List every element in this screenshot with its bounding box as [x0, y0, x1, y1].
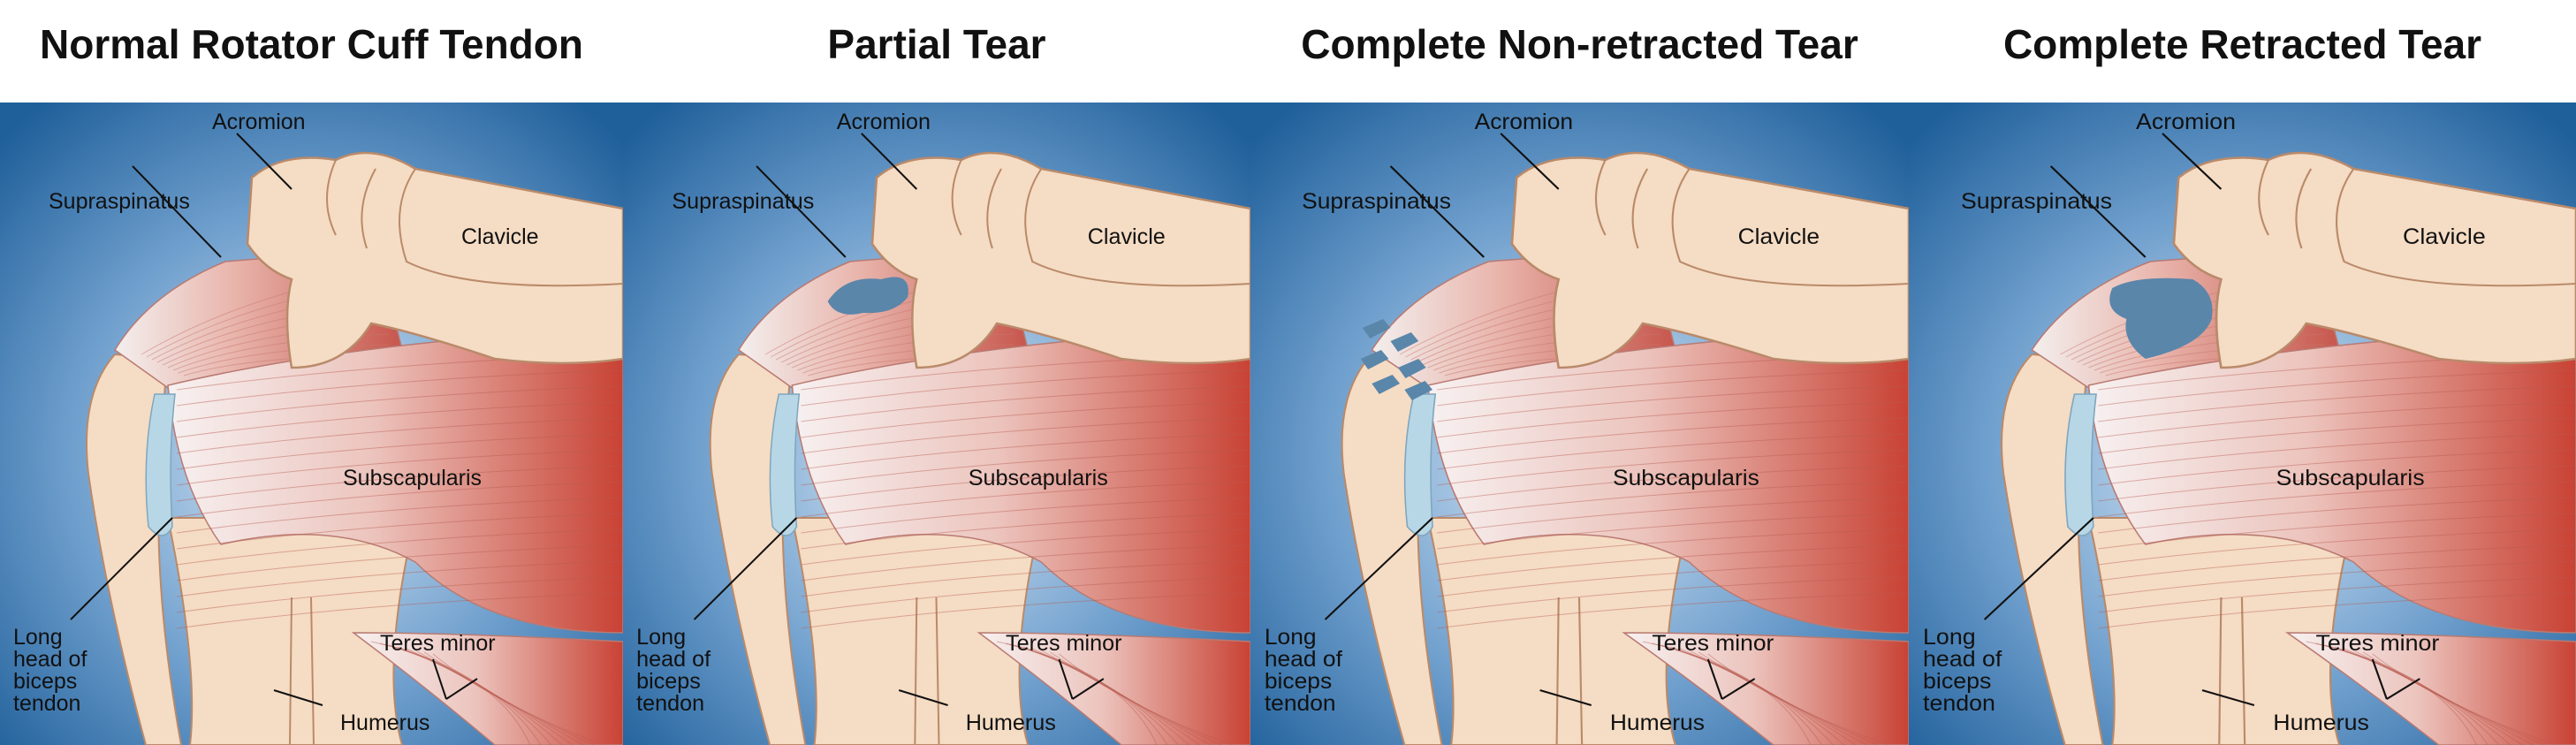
teres-minor-muscle — [1622, 632, 1909, 745]
title-partial-tear: Partial Tear — [827, 21, 1046, 67]
partial-tear — [827, 277, 908, 315]
label-supraspinatus: Supraspinatus — [672, 189, 814, 214]
title-complete-non-retracted: Complete Non-retracted Tear — [1301, 21, 1858, 67]
label-teres-minor: Teres minor — [2315, 632, 2439, 656]
label-biceps-4: tendon — [1265, 692, 1336, 716]
label-teres-minor: Teres minor — [1006, 631, 1121, 656]
label-biceps-3: biceps — [1265, 670, 1332, 694]
label-biceps-3: biceps — [636, 669, 701, 694]
label-biceps-1: Long — [1923, 626, 1976, 650]
acromion-clavicle-bone — [2172, 151, 2576, 369]
label-biceps-2: head of — [13, 647, 87, 672]
label-clavicle: Clavicle — [2403, 225, 2486, 249]
label-biceps-4: tendon — [636, 691, 704, 716]
label-supraspinatus: Supraspinatus — [1302, 190, 1451, 214]
label-clavicle: Clavicle — [461, 224, 539, 249]
label-subscapularis: Subscapularis — [2276, 467, 2425, 490]
retracted-tear — [2109, 277, 2213, 359]
label-biceps-3: biceps — [13, 669, 77, 694]
biceps-tendon — [2064, 393, 2097, 536]
acromion-clavicle-bone — [870, 151, 1250, 369]
label-supraspinatus: Supraspinatus — [1961, 190, 2112, 214]
label-subscapularis: Subscapularis — [1613, 467, 1759, 490]
label-biceps-1: Long — [13, 625, 63, 650]
label-teres-minor: Teres minor — [1652, 632, 1774, 656]
label-subscapularis: Subscapularis — [969, 466, 1108, 490]
label-clavicle: Clavicle — [1088, 224, 1166, 249]
title-complete-retracted: Complete Retracted Tear — [2002, 21, 2482, 67]
subscapularis-muscle — [167, 327, 623, 634]
acromion-clavicle-bone — [246, 151, 623, 369]
label-biceps-1: Long — [636, 625, 686, 650]
label-humerus: Humerus — [1610, 711, 1705, 735]
tear-fragment — [1360, 350, 1389, 369]
label-biceps-4: tendon — [1923, 692, 1995, 716]
label-biceps-2: head of — [1265, 648, 1343, 672]
acromion-clavicle-bone — [1510, 151, 1909, 369]
subscapularis-muscle — [791, 327, 1250, 634]
biceps-tendon — [145, 393, 176, 536]
biceps-tendon — [769, 393, 801, 536]
label-acromion: Acromion — [837, 110, 931, 134]
teres-minor-muscle — [351, 632, 623, 745]
subscapularis-muscle — [1426, 327, 1909, 634]
label-biceps-3: biceps — [1923, 670, 1991, 694]
tear-fragment — [1397, 359, 1426, 378]
label-biceps-2: head of — [1923, 648, 2002, 672]
label-teres-minor: Teres minor — [380, 631, 496, 656]
label-supraspinatus: Supraspinatus — [49, 189, 190, 214]
label-humerus: Humerus — [966, 711, 1056, 735]
biceps-tendon — [1403, 393, 1437, 536]
tear-fragment — [1372, 375, 1401, 394]
label-humerus: Humerus — [2273, 711, 2369, 735]
label-clavicle: Clavicle — [1738, 225, 1820, 249]
label-subscapularis: Subscapularis — [343, 466, 482, 490]
label-acromion: Acromion — [212, 110, 306, 134]
label-biceps-2: head of — [636, 647, 710, 672]
label-biceps-1: Long — [1265, 626, 1317, 650]
label-acromion: Acromion — [1475, 110, 1574, 134]
tear-fragment — [1404, 381, 1433, 400]
tear-fragment — [1362, 319, 1391, 338]
label-biceps-4: tendon — [13, 691, 80, 716]
label-humerus: Humerus — [340, 711, 429, 735]
tear-fragment — [1390, 332, 1419, 352]
subscapularis-muscle — [2087, 327, 2576, 634]
title-normal: Normal Rotator Cuff Tendon — [40, 21, 583, 67]
label-acromion: Acromion — [2136, 110, 2236, 134]
teres-minor-muscle — [976, 632, 1250, 745]
